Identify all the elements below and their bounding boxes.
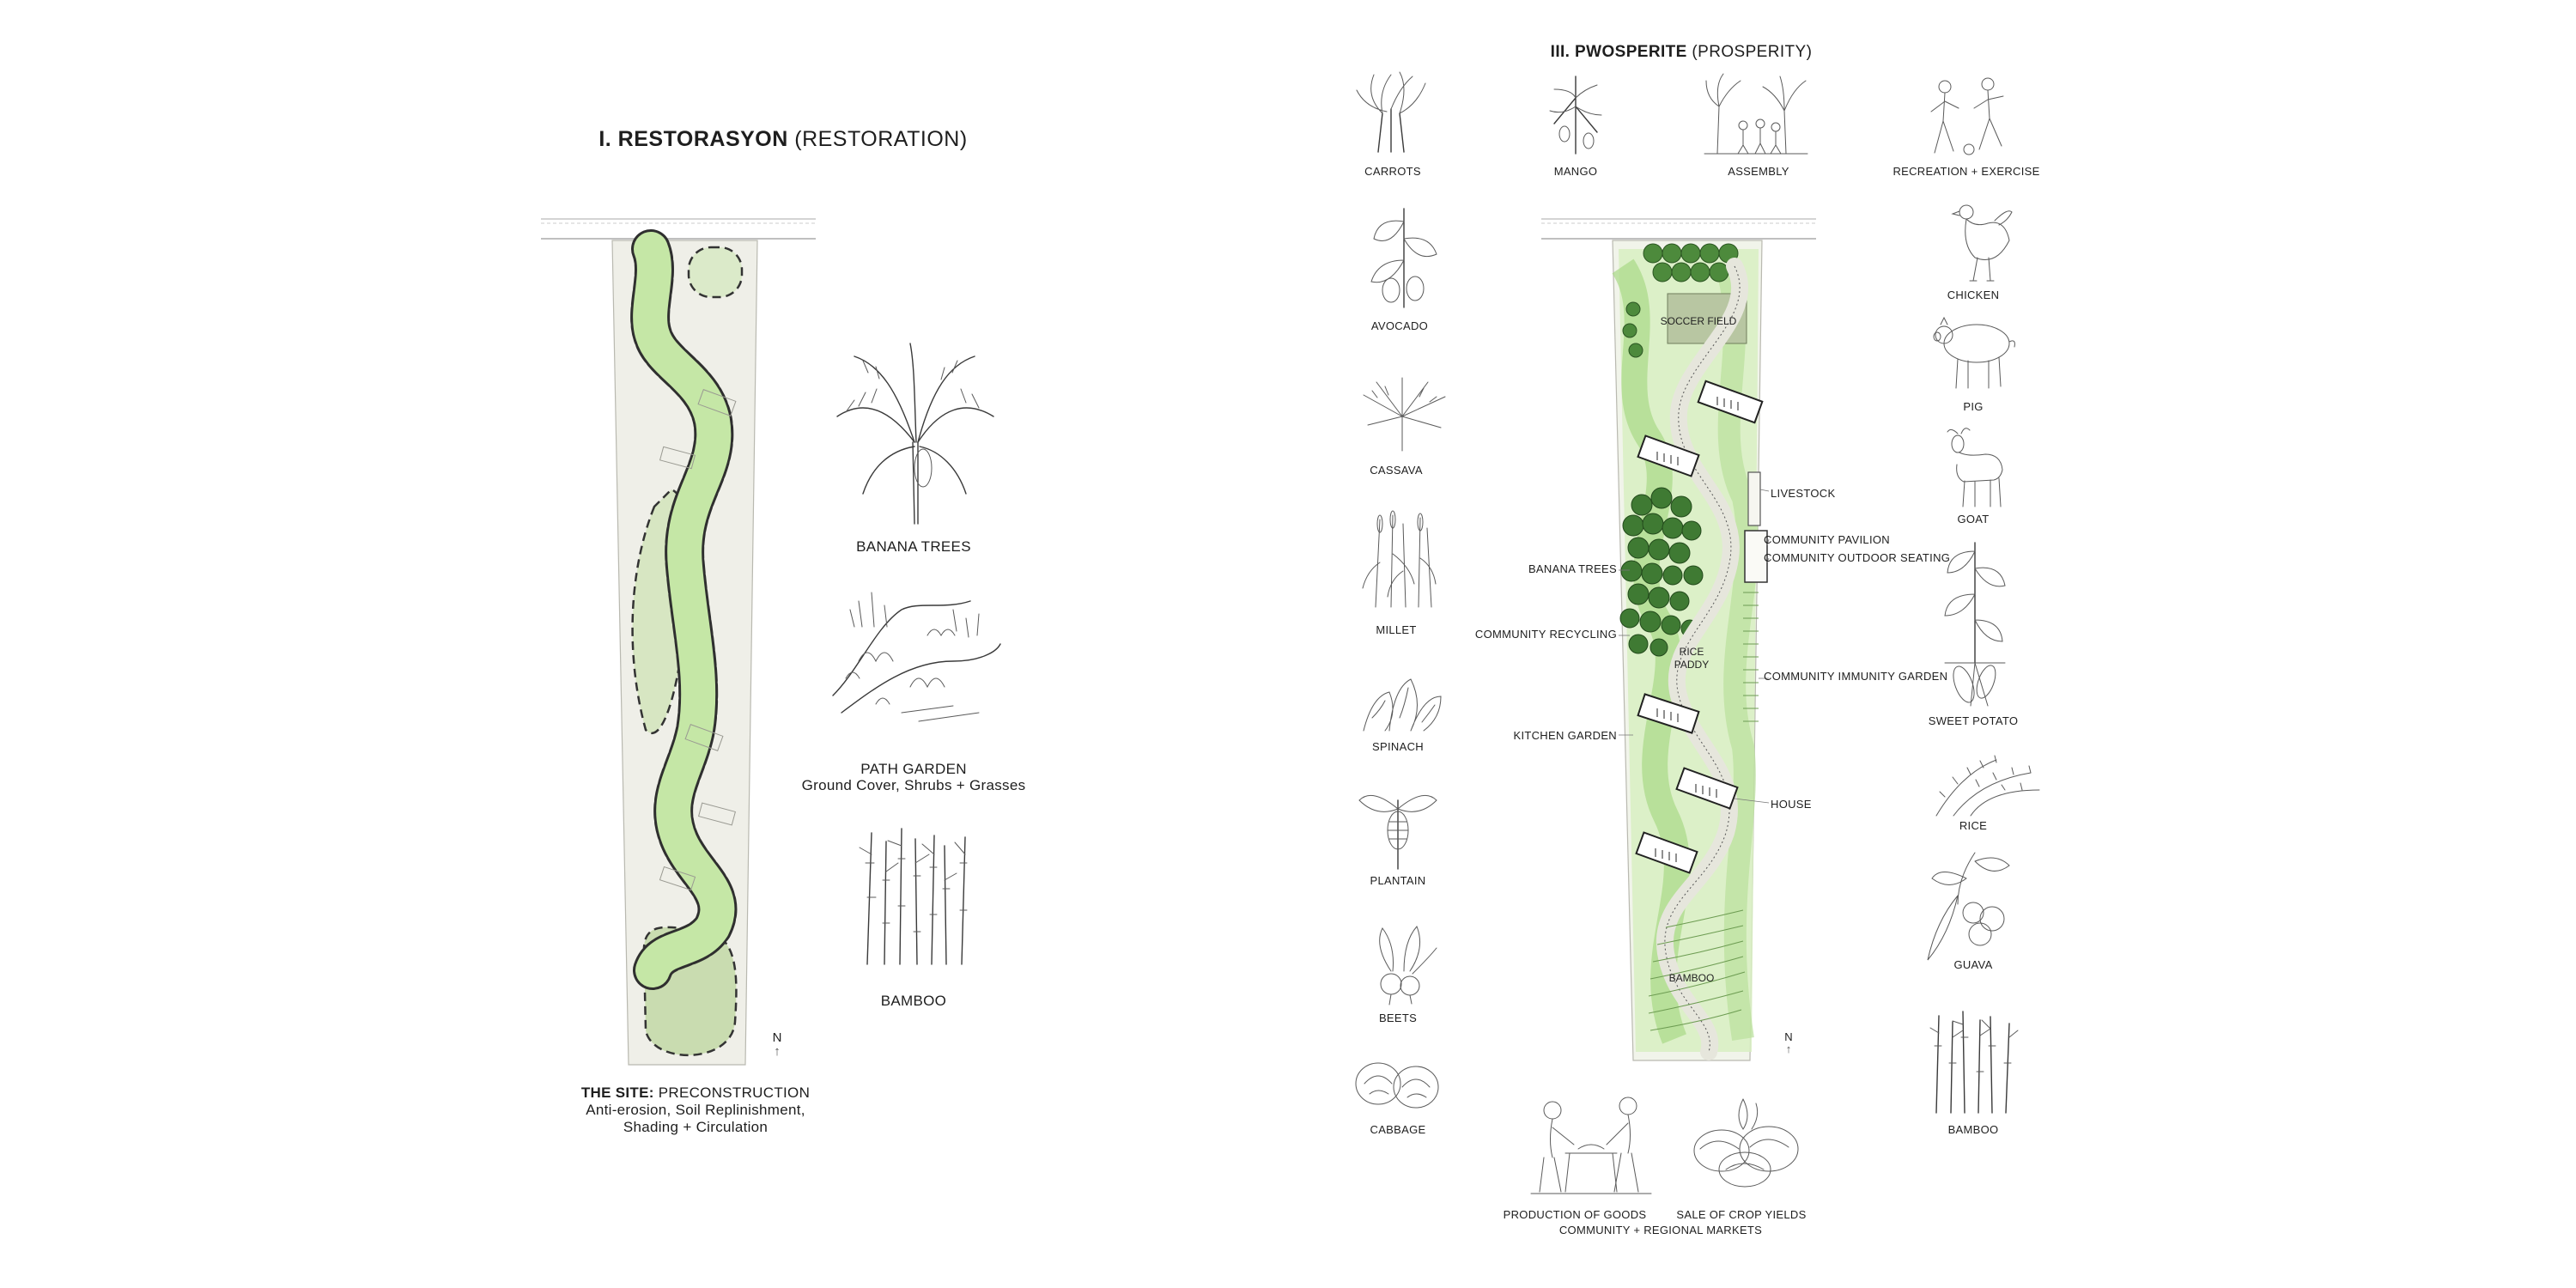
site-caption: THE SITE: PRECONSTRUCTION — [580, 1084, 811, 1101]
cabbage-icon — [1355, 1062, 1439, 1109]
plan-label-community-pavilion: COMMUNITY PAVILION — [1764, 533, 1890, 546]
icon-label-avocado: AVOCADO — [1370, 319, 1429, 332]
plan-label-paddy: PADDY — [1674, 659, 1710, 671]
cassava-icon — [1363, 377, 1446, 452]
icon-label-cassava: CASSAVA — [1370, 464, 1423, 477]
plan-label-house: HOUSE — [1771, 798, 1812, 811]
label-community-regional-markets: COMMUNITY + REGIONAL MARKETS — [1558, 1224, 1763, 1236]
north-label-left: N — [772, 1030, 782, 1045]
banana-tree-icon — [836, 343, 994, 525]
plan-label-rice: RICE — [1679, 646, 1704, 658]
guava-icon — [1927, 852, 2010, 961]
bamboo-icon — [859, 828, 968, 965]
icon-label-cabbage: CABBAGE — [1370, 1123, 1426, 1136]
plantain-icon — [1358, 794, 1437, 870]
icon-label-guava: GUAVA — [1953, 958, 1993, 971]
icon-label-beets: BEETS — [1378, 1012, 1418, 1024]
rice-icon — [1935, 755, 2040, 817]
plan-label-soccer-field: SOCCER FIELD — [1660, 315, 1737, 327]
icon-label-rice: RICE — [1959, 819, 1988, 832]
plant-sub-path-garden: Ground Cover, Shrubs + Grasses — [801, 777, 1026, 793]
label-sale-of-crop-yields: SALE OF CROP YIELDS — [1676, 1208, 1807, 1221]
icon-label-mango: MANGO — [1553, 165, 1598, 178]
icon-label-bamboo: BAMBOO — [1947, 1123, 1999, 1136]
assembly-icon — [1704, 73, 1808, 155]
icon-label-goat: GOAT — [1957, 513, 1990, 526]
chicken-icon — [1951, 204, 2013, 282]
recreation-icon — [1930, 77, 2004, 155]
avocado-icon — [1370, 208, 1437, 308]
icon-label-chicken: CHICKEN — [1947, 289, 2000, 301]
icon-label-spinach: SPINACH — [1372, 740, 1424, 753]
icon-label-pig: PIG — [1963, 400, 1984, 413]
plan-label-kitchen-garden: KITCHEN GARDEN — [1513, 729, 1617, 742]
pig-icon — [1933, 316, 2015, 389]
north-label-right: N — [1784, 1030, 1793, 1043]
north-arrow-left: ↑ — [774, 1044, 781, 1059]
right-title: III. PWOSPERITE (PROSPERITY) — [1550, 43, 1813, 61]
plant-label-banana-trees: BANANA TREES — [856, 538, 971, 555]
site-plan-prosperity — [1541, 218, 1816, 1061]
site-plan-preconstruction — [541, 218, 816, 1066]
millet-icon — [1362, 510, 1437, 608]
icon-label-millet: MILLET — [1376, 623, 1417, 636]
left-title: I. RESTORASYON (RESTORATION) — [598, 127, 968, 151]
icon-label-plantain: PLANTAIN — [1370, 874, 1426, 887]
goat-icon — [1947, 428, 2003, 507]
plant-label-path-garden: PATH GARDEN — [860, 761, 967, 777]
plant-label-bamboo: BAMBOO — [880, 993, 947, 1009]
icon-label-assembly: ASSEMBLY — [1728, 165, 1789, 178]
plan-label-bamboo: BAMBOO — [1668, 972, 1715, 984]
icon-label-carrots: CARROTS — [1364, 165, 1421, 178]
plan-label-livestock: LIVESTOCK — [1771, 487, 1836, 500]
plan-label-community-outdoor-seating: COMMUNITY OUTDOOR SEATING — [1764, 551, 1951, 564]
icon-label-recreation-exercise: RECREATION + EXERCISE — [1893, 165, 2040, 178]
production-of-goods-icon — [1530, 1097, 1652, 1194]
spinach-icon — [1363, 678, 1442, 732]
mango-icon — [1549, 76, 1602, 155]
site-caption-line2: Anti-erosion, Soil Replinishment, — [586, 1102, 805, 1118]
label-production-of-goods: PRODUCTION OF GOODS — [1503, 1208, 1647, 1221]
north-arrow-right: ↑ — [1785, 1042, 1792, 1055]
plan-label-banana-trees: BANANA TREES — [1528, 562, 1617, 575]
plan-label-community-immunity-garden: COMMUNITY IMMUNITY GARDEN — [1764, 670, 1948, 683]
carrots-icon — [1356, 71, 1426, 153]
sale-of-crop-yields-icon — [1693, 1098, 1799, 1188]
bamboo-icon-right — [1929, 1011, 2019, 1114]
icon-label-sweet-potato: SWEET POTATO — [1928, 714, 2019, 727]
plan-label-community-recycling: COMMUNITY RECYCLING — [1474, 628, 1617, 641]
beets-icon — [1379, 926, 1437, 1005]
site-caption-line3: Shading + Circulation — [623, 1119, 769, 1135]
path-garden-icon — [832, 592, 1001, 722]
sweet-potato-icon — [1944, 542, 2006, 707]
